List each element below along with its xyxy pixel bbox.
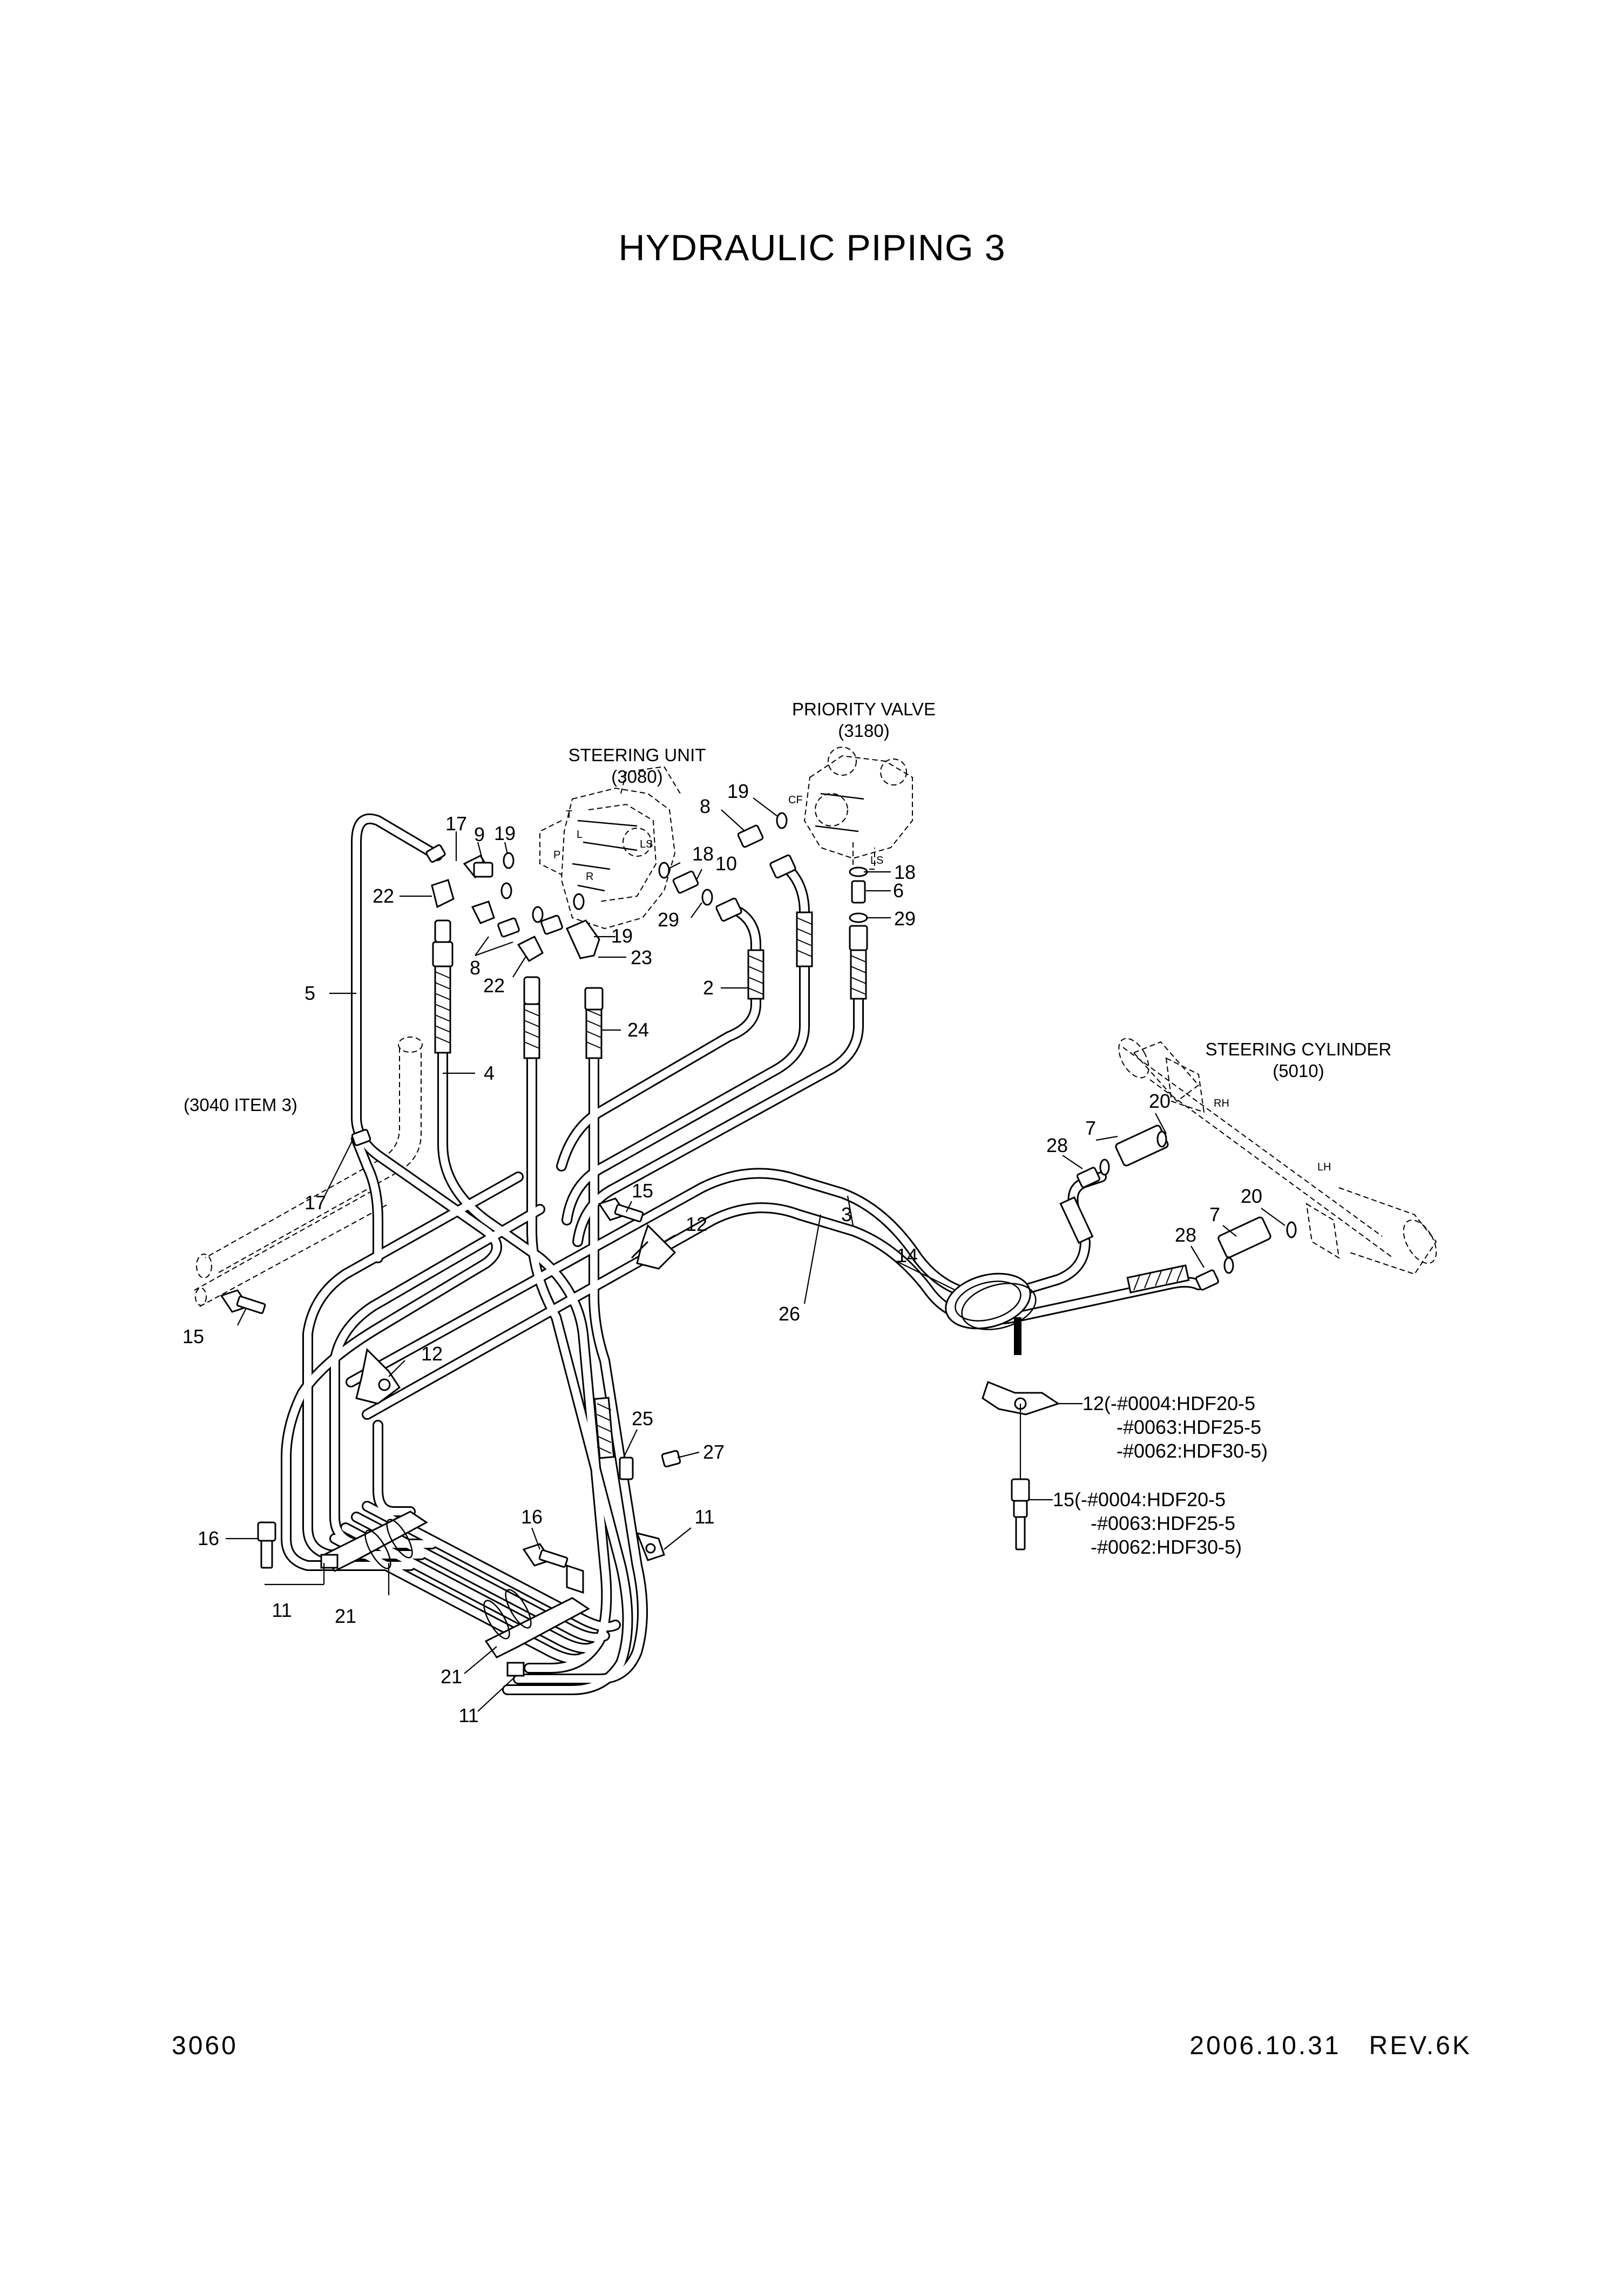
callout-25: 25 bbox=[632, 1407, 653, 1430]
svg-text:T: T bbox=[566, 809, 572, 821]
svg-text:L: L bbox=[577, 829, 583, 841]
svg-text:P: P bbox=[553, 849, 560, 861]
assembly-labels: PRIORITY VALVE (3180) STEERING UNIT (308… bbox=[184, 699, 1391, 1115]
callout-20: 20 bbox=[1241, 1185, 1262, 1207]
callout-7: 7 bbox=[1209, 1203, 1220, 1225]
clamps-12 bbox=[355, 1224, 1060, 1416]
priority-valve-label: PRIORITY VALVE bbox=[792, 699, 936, 719]
steering-unit-label: STEERING UNIT bbox=[569, 745, 706, 765]
callout-21: 21 bbox=[335, 1605, 356, 1627]
reference-3040-label: (3040 ITEM 3) bbox=[184, 1095, 297, 1115]
svg-text:-#0062:HDF30-5): -#0062:HDF30-5) bbox=[1091, 1536, 1242, 1558]
note-item-12: 12(-#0004:HDF20-5 -#0063:HDF25-5 -#0062:… bbox=[1082, 1392, 1268, 1462]
callout-22: 22 bbox=[483, 974, 505, 997]
callout-4: 4 bbox=[484, 1062, 495, 1084]
steering-cylinder-phantom bbox=[1118, 1038, 1437, 1275]
callout-18: 18 bbox=[692, 843, 714, 865]
clamp-14 bbox=[945, 1272, 1037, 1355]
svg-text:12(-#0004:HDF20-5: 12(-#0004:HDF20-5 bbox=[1082, 1392, 1255, 1414]
page-number: 3060 bbox=[172, 2031, 238, 2060]
steering-cylinder-ref: (5010) bbox=[1273, 1061, 1324, 1081]
callout-3: 3 bbox=[841, 1203, 852, 1225]
callout-17: 17 bbox=[304, 1191, 326, 1214]
callout-9: 9 bbox=[474, 823, 485, 845]
svg-text:LS: LS bbox=[870, 855, 883, 866]
steering-unit-phantom bbox=[539, 766, 681, 930]
callout-16: 16 bbox=[198, 1527, 219, 1549]
callout-2: 2 bbox=[703, 977, 714, 999]
hose-hatch-marks bbox=[434, 911, 1190, 1459]
callout-21: 21 bbox=[441, 1665, 462, 1688]
leader-lines bbox=[226, 797, 1285, 1712]
steering-unit-ref: (3080) bbox=[611, 767, 662, 787]
callout-11: 11 bbox=[272, 1599, 292, 1621]
callout-16: 16 bbox=[521, 1506, 543, 1528]
svg-text:-#0063:HDF25-5: -#0063:HDF25-5 bbox=[1116, 1416, 1261, 1438]
steering-cylinder-port-labels: RH LH bbox=[1214, 1098, 1331, 1173]
priority-valve-port-labels: CF LS bbox=[788, 794, 883, 866]
svg-text:R: R bbox=[586, 871, 593, 883]
svg-text:-#0063:HDF25-5: -#0063:HDF25-5 bbox=[1091, 1512, 1235, 1534]
svg-text:RH: RH bbox=[1214, 1098, 1229, 1109]
callouts: 17 9 19 22 8 22 23 19 18 10 29 19 8 18 6… bbox=[182, 780, 1262, 1726]
page-title: HYDRAULIC PIPING 3 bbox=[618, 227, 1006, 268]
brackets-11 bbox=[320, 1511, 665, 1677]
reference-pipe-3040-phantom bbox=[194, 1037, 423, 1307]
callout-22: 22 bbox=[373, 885, 394, 907]
callout-11: 11 bbox=[458, 1704, 478, 1726]
steering-unit-port-labels: T L LS P R bbox=[553, 809, 653, 883]
callout-12: 12 bbox=[686, 1213, 707, 1235]
callout-8: 8 bbox=[470, 957, 481, 979]
priority-valve-ref: (3180) bbox=[838, 721, 889, 741]
callout-10: 10 bbox=[715, 852, 737, 875]
steering-cylinder-label: STEERING CYLINDER bbox=[1206, 1039, 1392, 1059]
callout-18: 18 bbox=[894, 861, 916, 883]
callout-15: 15 bbox=[182, 1325, 204, 1347]
callout-15: 15 bbox=[632, 1180, 653, 1202]
callout-6: 6 bbox=[893, 879, 904, 902]
revision-date: 2006.10.31 REV.6K bbox=[1189, 2031, 1472, 2060]
svg-text:-#0062:HDF30-5): -#0062:HDF30-5) bbox=[1116, 1440, 1268, 1462]
callout-12: 12 bbox=[421, 1343, 443, 1365]
callout-28: 28 bbox=[1175, 1224, 1196, 1246]
callout-5: 5 bbox=[304, 982, 315, 1004]
callout-23: 23 bbox=[631, 946, 652, 969]
svg-text:LH: LH bbox=[1317, 1161, 1331, 1173]
callout-20: 20 bbox=[1149, 1090, 1170, 1112]
callout-29: 29 bbox=[894, 908, 916, 930]
callout-26: 26 bbox=[779, 1303, 800, 1325]
svg-text:LS: LS bbox=[640, 838, 653, 850]
callout-17: 17 bbox=[445, 812, 467, 835]
callout-24: 24 bbox=[627, 1019, 649, 1041]
callout-11: 11 bbox=[694, 1506, 714, 1528]
svg-text:CF: CF bbox=[788, 794, 803, 806]
callout-8: 8 bbox=[700, 795, 710, 817]
fittings bbox=[351, 812, 1297, 1480]
svg-text:15(-#0004:HDF20-5: 15(-#0004:HDF20-5 bbox=[1053, 1488, 1226, 1511]
note-item-15: 15(-#0004:HDF20-5 -#0063:HDF25-5 -#0062:… bbox=[1053, 1488, 1242, 1558]
pipe-outline-layer bbox=[281, 813, 1204, 1695]
callout-28: 28 bbox=[1046, 1134, 1068, 1156]
callout-19: 19 bbox=[727, 780, 749, 802]
callout-19: 19 bbox=[611, 925, 633, 947]
callout-29: 29 bbox=[658, 909, 679, 931]
bolts bbox=[220, 1197, 1030, 1569]
callout-27: 27 bbox=[703, 1441, 725, 1463]
callout-14: 14 bbox=[896, 1244, 918, 1267]
callout-7: 7 bbox=[1085, 1117, 1096, 1139]
priority-valve-phantom bbox=[803, 747, 913, 870]
callout-19: 19 bbox=[494, 822, 516, 844]
